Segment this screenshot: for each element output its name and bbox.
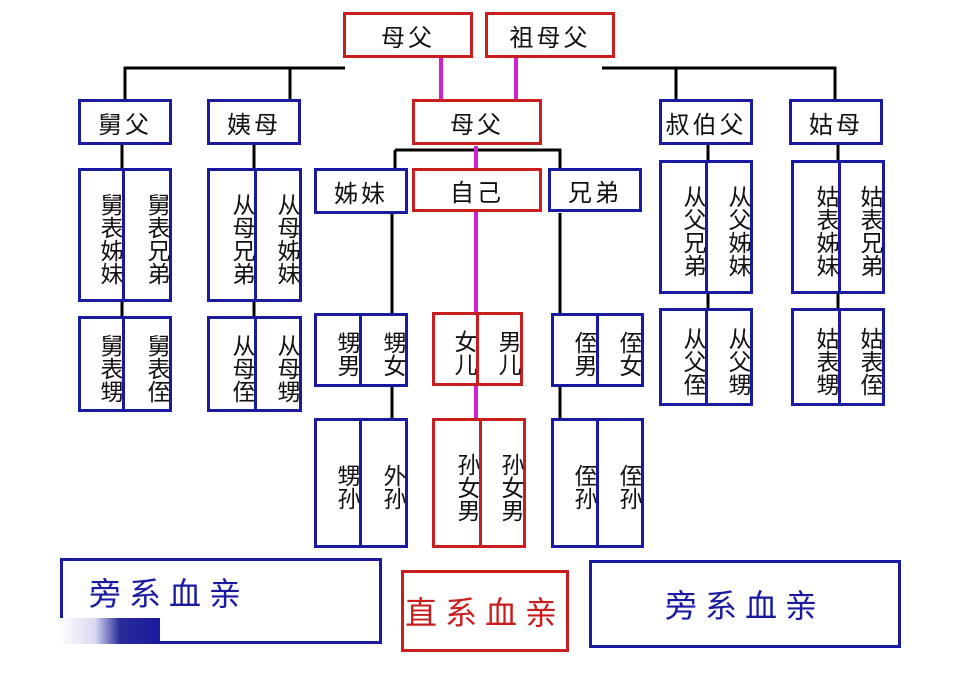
- connector-right-bus: [602, 66, 837, 100]
- label-sister-son: 甥男: [333, 331, 359, 377]
- label-yi-child-b: 从母甥: [273, 333, 299, 403]
- label-granddaughter: 孙女男: [453, 452, 479, 522]
- label-shu-cousin-female: 从父姊妹: [724, 185, 750, 277]
- label-gu-cousin-female: 姑表姊妹: [812, 185, 838, 277]
- box-shu-child-a: 从父侄: [659, 308, 708, 406]
- legend-label-collateral-right: 旁系血亲: [664, 587, 825, 625]
- label-uncle-maternal: 舅父: [98, 110, 152, 139]
- box-yi-cousin-male: 从母兄弟: [207, 168, 257, 302]
- box-self: 自己: [412, 168, 542, 212]
- box-gu-cousin-male: 姑表兄弟: [838, 160, 885, 294]
- box-uncle-maternal: 舅父: [78, 99, 172, 145]
- box-paternal-grandparents: 祖母父: [485, 12, 615, 58]
- label-self: 自己: [450, 178, 504, 207]
- label-sister-grandchild-a: 甥孙: [333, 464, 359, 510]
- box-shu-child-b: 从父甥: [705, 308, 753, 406]
- box-jiu-child-b: 舅表侄: [122, 316, 172, 412]
- box-shu-cousin-female: 从父姊妹: [705, 160, 753, 294]
- box-brother: 兄弟: [548, 168, 642, 212]
- label-sister-grandchild-b: 外孙: [379, 464, 405, 510]
- box-aunt-paternal: 姑母: [789, 99, 883, 145]
- box-gu-child-a: 姑表甥: [791, 308, 841, 406]
- label-jiu-cousin-female: 舅表姊妹: [96, 193, 122, 285]
- label-shu-child-b: 从父甥: [724, 326, 750, 396]
- label-son: 男儿: [494, 330, 520, 376]
- label-jiu-child-a: 舅表甥: [96, 333, 122, 403]
- box-grandson: 孙女男: [479, 418, 526, 548]
- label-gu-cousin-male: 姑表兄弟: [856, 185, 882, 277]
- box-uncle-paternal: 叔伯父: [659, 99, 753, 145]
- box-sister-son: 甥男: [314, 313, 362, 387]
- label-gu-child-a: 姑表甥: [812, 326, 838, 396]
- label-gu-child-b: 姑表侄: [856, 326, 882, 396]
- legend-label-lineal: 直系血亲: [404, 594, 565, 632]
- box-sister-daughter: 甥女: [359, 313, 408, 387]
- box-son: 男儿: [476, 312, 523, 386]
- box-brother-grandchild-b: 侄孙: [596, 418, 644, 548]
- label-yi-cousin-female: 从母姊妹: [273, 193, 299, 285]
- box-yi-child-a: 从母侄: [207, 316, 257, 412]
- label-grandson: 孙女男: [497, 452, 523, 522]
- legend-label-collateral-left: 旁系血亲: [89, 575, 250, 613]
- box-sister-grandchild-a: 甥孙: [314, 418, 362, 548]
- box-brother-son: 侄男: [551, 313, 599, 387]
- label-yi-cousin-male: 从母兄弟: [228, 193, 254, 285]
- box-daughter: 女儿: [432, 312, 479, 386]
- label-yi-child-a: 从母侄: [228, 333, 254, 403]
- label-sister: 姊妹: [334, 179, 388, 208]
- box-parents: 母父: [412, 99, 542, 145]
- box-shu-cousin-male: 从父兄弟: [659, 160, 708, 294]
- legend-lineal: 直系血亲: [401, 570, 569, 652]
- box-gu-cousin-female: 姑表姊妹: [791, 160, 841, 294]
- label-uncle-paternal: 叔伯父: [665, 110, 747, 139]
- label-maternal-grandparents: 母父: [381, 23, 435, 52]
- legend-collateral-left: 旁系血亲: [60, 558, 382, 644]
- box-sister: 姊妹: [314, 168, 408, 214]
- label-jiu-child-b: 舅表侄: [143, 333, 169, 403]
- box-jiu-cousin-female: 舅表姊妹: [78, 168, 125, 302]
- box-jiu-child-a: 舅表甥: [78, 316, 125, 412]
- label-shu-cousin-male: 从父兄弟: [679, 185, 705, 277]
- label-parents: 母父: [450, 110, 504, 139]
- box-jiu-cousin-male: 舅表兄弟: [122, 168, 172, 302]
- box-aunt-maternal: 姨母: [207, 99, 301, 145]
- box-granddaughter: 孙女男: [432, 418, 482, 548]
- label-sister-daughter: 甥女: [379, 331, 405, 377]
- legend-collateral-right: 旁系血亲: [589, 560, 901, 648]
- connector-left-bus: [123, 66, 345, 100]
- label-daughter: 女儿: [450, 330, 476, 376]
- box-yi-cousin-female: 从母姊妹: [254, 168, 302, 302]
- label-brother-grandchild-a: 侄孙: [570, 464, 596, 510]
- label-brother: 兄弟: [568, 178, 622, 207]
- box-maternal-grandparents: 母父: [343, 12, 473, 58]
- label-brother-grandchild-b: 侄孙: [615, 464, 641, 510]
- box-sister-grandchild-b: 外孙: [359, 418, 408, 548]
- label-aunt-maternal: 姨母: [227, 110, 281, 139]
- label-aunt-paternal: 姑母: [809, 110, 863, 139]
- highlight-mark: [60, 618, 160, 644]
- label-shu-child-a: 从父侄: [679, 326, 705, 396]
- box-gu-child-b: 姑表侄: [838, 308, 885, 406]
- label-paternal-grandparents: 祖母父: [509, 23, 591, 52]
- box-brother-grandchild-a: 侄孙: [551, 418, 599, 548]
- box-yi-child-b: 从母甥: [254, 316, 302, 412]
- label-brother-daughter: 侄女: [615, 331, 641, 377]
- label-brother-son: 侄男: [570, 331, 596, 377]
- label-jiu-cousin-male: 舅表兄弟: [143, 193, 169, 285]
- connector-sibling-bus: [395, 148, 562, 168]
- box-brother-daughter: 侄女: [596, 313, 644, 387]
